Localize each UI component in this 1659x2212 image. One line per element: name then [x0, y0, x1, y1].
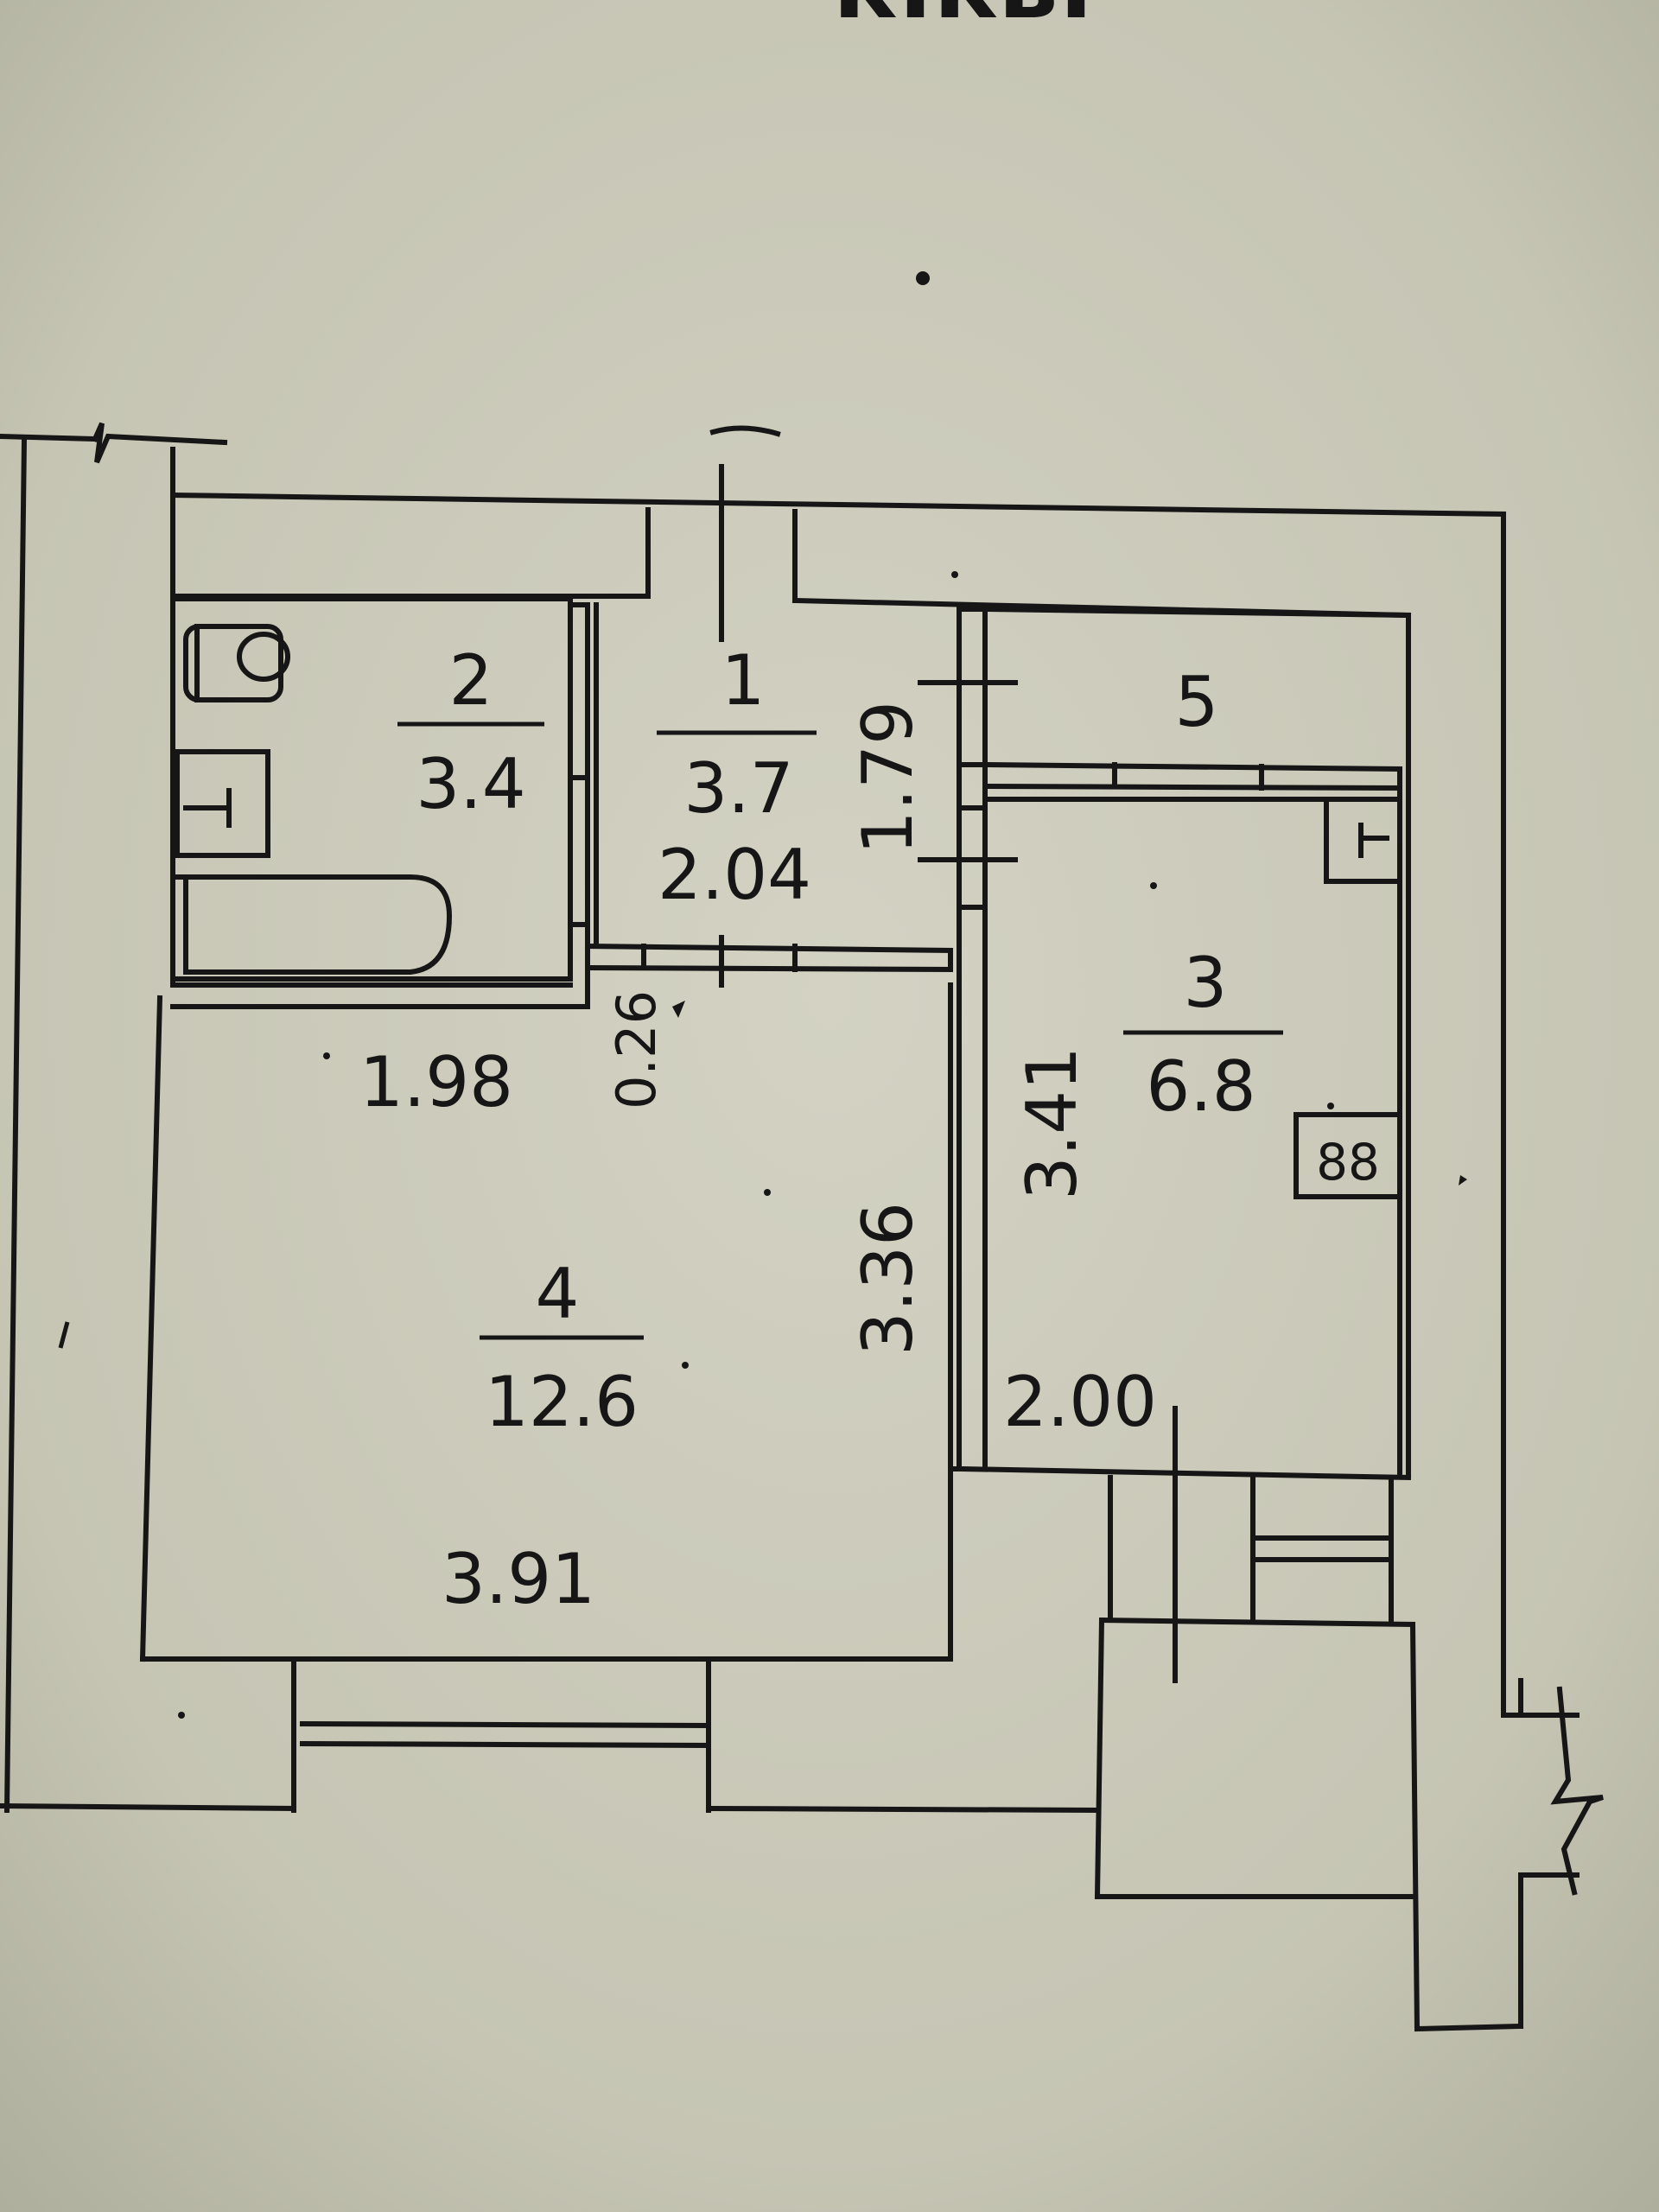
room-number: 3	[1184, 943, 1228, 1023]
paper-specks	[58, 271, 1467, 1719]
room-number: 2	[449, 640, 493, 721]
room-area: 12.6	[485, 1362, 639, 1442]
room-2-label: 2 3.4	[397, 640, 544, 824]
room-number: 4	[536, 1254, 580, 1334]
room-1-label: 1 3.7	[657, 640, 817, 829]
stove-icon: 88	[1316, 1133, 1380, 1192]
room-area: 3.7	[683, 748, 793, 829]
room-area: 6.8	[1146, 1046, 1255, 1127]
room-area: 3.4	[416, 744, 525, 824]
dimension-1-79: 1.79	[848, 701, 928, 855]
dimension-3-41: 3.41	[1012, 1046, 1092, 1200]
room-4-label: 4 12.6	[480, 1254, 644, 1442]
room-number: 1	[721, 640, 766, 721]
dimension-3-36: 3.36	[848, 1202, 928, 1356]
room-number: 5	[1175, 662, 1219, 742]
dimension-1-98: 1.98	[359, 1042, 513, 1122]
dimension-2-00: 2.00	[1003, 1362, 1157, 1442]
room-5-label: 5	[1175, 662, 1219, 742]
walls	[0, 422, 1604, 2032]
dimension-2-04: 2.04	[658, 835, 811, 915]
dimension-0-26: 0.26	[605, 990, 668, 1109]
header-partial-text: - к.кв.	[760, 0, 1094, 40]
room-3-label: 3 6.8	[1123, 943, 1283, 1127]
dimension-3-91: 3.91	[442, 1539, 595, 1619]
